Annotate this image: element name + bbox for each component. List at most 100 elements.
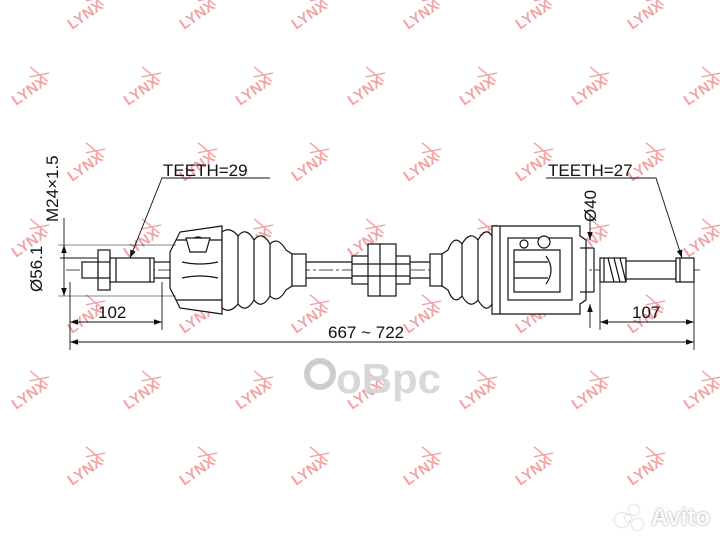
lynx-cat-icon [85,0,106,6]
lynx-watermark: LYNX [625,0,666,33]
lynx-watermark-layer: LYNX LYNX LYNX LYNX LYNX LYNX LYNX LYNX LYNX LYNX… [9,0,720,489]
lynx-cat-icon [309,446,330,462]
right-splined-stub [599,257,695,283]
lynx-watermark: LYNX [513,446,554,489]
center-watermark-text: oBpc [336,355,441,402]
lynx-cat-icon [589,370,610,386]
lynx-watermark-text: LYNX [177,0,218,33]
lynx-watermark: LYNX [345,66,386,109]
len-right-label: 107 [632,303,660,322]
lynx-cat-icon [141,66,162,82]
lynx-watermark: LYNX [457,66,498,109]
lynx-watermark: LYNX [121,218,162,261]
lynx-cat-icon [645,0,666,6]
teeth-right-label: TEETH=27 [548,161,633,180]
lynx-cat-icon [253,218,274,234]
shaft-drawing [66,225,700,315]
lynx-watermark-text: LYNX [681,377,720,413]
lynx-watermark: LYNX [121,370,162,413]
lynx-watermark: LYNX [401,446,442,489]
dimension-labels: TEETH=29 TEETH=27 M24×1.5 Ø56.1 Ø40 102 … [27,155,660,342]
lynx-watermark: LYNX [681,370,720,413]
lynx-watermark: LYNX [289,446,330,489]
avito-badge: Avito [614,504,710,532]
lynx-cat-icon [253,66,274,82]
lynx-watermark: LYNX [9,66,50,109]
lynx-watermark: LYNX [625,446,666,489]
lynx-cat-icon [421,0,442,6]
lynx-cat-icon [477,370,498,386]
lynx-watermark: LYNX [513,0,554,33]
lynx-watermark-text: LYNX [681,73,720,109]
lynx-cat-icon [701,66,720,82]
diam-left-label: Ø56.1 [27,246,46,292]
lynx-cat-icon [421,142,442,158]
lynx-cat-icon [589,218,610,234]
teeth-right-leader [546,177,683,259]
lynx-cat-icon [85,142,106,158]
left-outer-cv-joint [169,225,223,315]
lynx-cat-icon [701,218,720,234]
lynx-cat-icon [589,66,610,82]
left-boot [221,229,307,311]
lynx-cat-icon [29,66,50,82]
lynx-cat-icon [85,446,106,462]
lynx-watermark: LYNX [121,66,162,109]
avito-text: Avito [650,504,710,531]
len-left-label: 102 [98,303,126,322]
lynx-watermark-text: LYNX [681,225,720,261]
lynx-watermark: LYNX [681,66,720,109]
teeth-left-leader [129,177,270,259]
lynx-cat-icon [645,294,666,310]
lynx-cat-icon [29,218,50,234]
teeth-left-label: TEETH=29 [163,161,248,180]
lynx-watermark: LYNX [569,66,610,109]
center-watermark: oBpc [304,355,441,402]
lynx-watermark-text: LYNX [401,0,442,33]
lynx-cat-icon [533,0,554,6]
lynx-watermark: LYNX [9,370,50,413]
lynx-cat-icon [533,446,554,462]
lynx-cat-icon [141,370,162,386]
lynx-cat-icon [309,142,330,158]
lynx-cat-icon [197,142,218,158]
lynx-cat-icon [85,294,106,310]
lynx-watermark: LYNX [65,0,106,33]
lynx-cat-icon [197,0,218,6]
lynx-cat-icon [533,142,554,158]
shaft-damper [351,243,411,297]
lynx-cat-icon [309,0,330,6]
lynx-watermark: LYNX [65,446,106,489]
thread-label: M24×1.5 [43,155,62,222]
lynx-cat-icon [309,294,330,310]
center-watermark-logo-icon [304,358,336,390]
lynx-cat-icon [701,370,720,386]
lynx-watermark-text: LYNX [65,0,106,33]
lynx-watermark: LYNX [457,370,498,413]
lynx-watermark: LYNX [233,370,274,413]
lynx-watermark: LYNX [289,0,330,33]
len-total-label: 667 ~ 722 [328,323,404,342]
lynx-cat-icon [29,370,50,386]
lynx-cat-icon [365,370,386,386]
lynx-watermark-text: LYNX [513,0,554,33]
lynx-cat-icon [197,446,218,462]
lynx-cat-icon [645,142,666,158]
lynx-watermark: LYNX [569,370,610,413]
lynx-cat-icon [477,66,498,82]
right-boot [429,231,493,309]
lynx-watermark: LYNX [289,142,330,185]
lynx-watermark: LYNX [65,142,106,185]
left-threaded-stub [81,249,170,291]
lynx-watermark: LYNX [177,0,218,33]
lynx-cat-icon [421,294,442,310]
lynx-watermark: LYNX [233,66,274,109]
lynx-cat-icon [253,370,274,386]
diam-right-label: Ø40 [581,190,600,222]
dimensions [58,177,695,350]
lynx-cat-icon [421,446,442,462]
right-inner-tripod-joint [491,225,595,315]
lynx-watermark-text: LYNX [289,0,330,33]
lynx-watermark: LYNX [401,0,442,33]
